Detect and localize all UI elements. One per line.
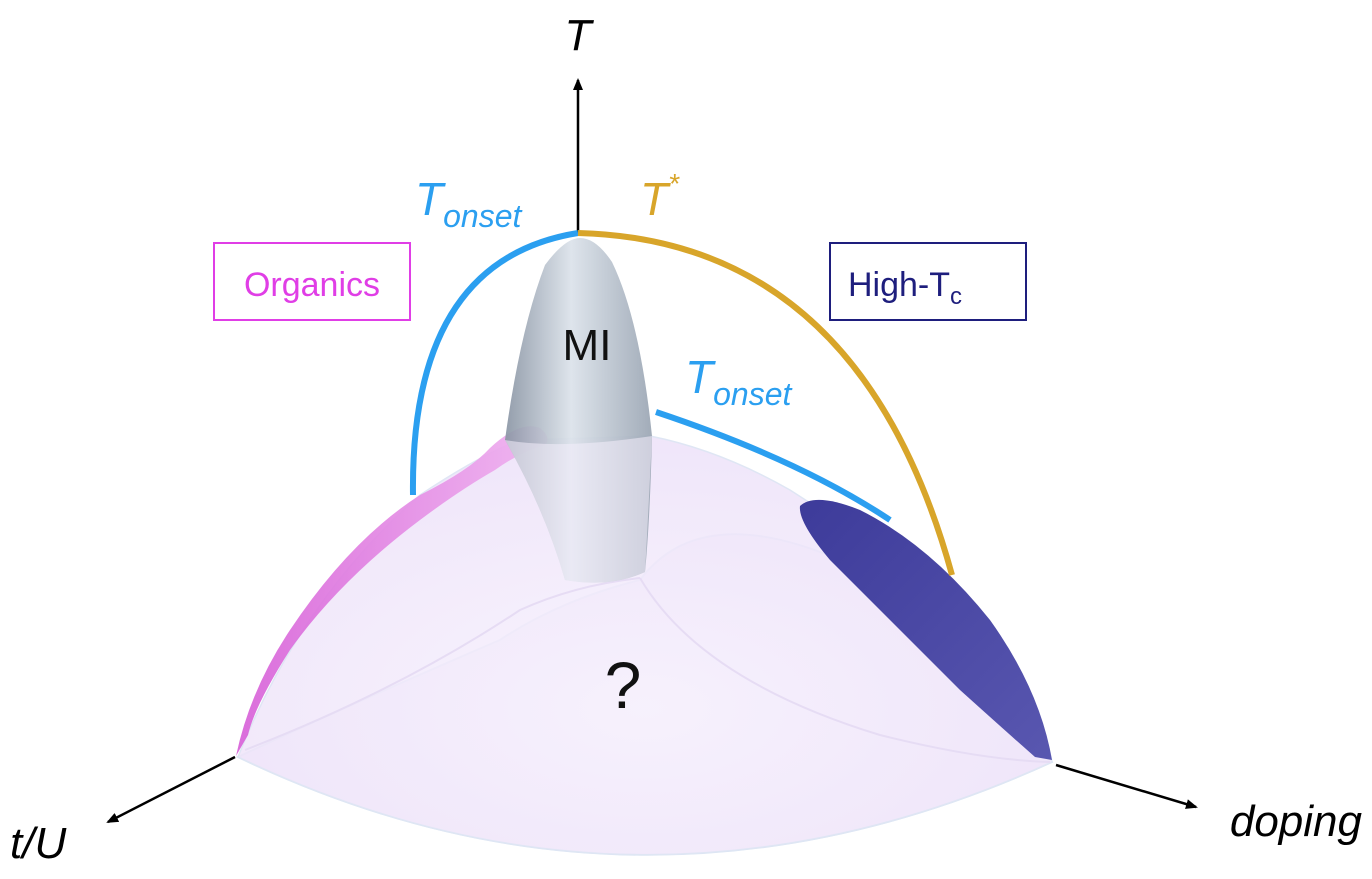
question-label: ? [605,648,642,722]
dome-veil [505,436,652,583]
hightc-lobe [799,499,1052,760]
axis-label-doping: doping [1230,797,1363,846]
tonset-left-sub: onset [443,198,522,234]
tstar-curve [577,230,955,576]
hightc-box [829,242,1027,321]
mi-label: MI [563,321,612,370]
axis-label-tu: t/U [10,819,66,868]
tstar-label: T* [640,168,680,225]
tonset-left-main: T [415,173,446,225]
axis-label-t: T [565,11,595,60]
axis-tu [106,755,236,824]
axis-doping [1055,763,1198,809]
tonset-left-label: Tonset [415,173,523,234]
hightc-label: High-Tc [848,266,962,310]
tonset-left-curve [409,230,579,496]
hightc-sub: c [950,283,962,310]
tstar-main: T [640,173,671,225]
tstar-sup: * [668,168,680,199]
dome-seam-left [244,577,641,751]
tonset-right-sub: onset [713,376,792,412]
tonset-right-label: Tonset [685,351,793,412]
hightc-main: High-T [848,266,950,304]
organics-label: Organics [244,266,380,304]
tonset-right-curve [655,409,892,523]
tonset-right-main: T [685,351,716,403]
organics-box [213,242,411,321]
dome-seam-right [639,577,1051,763]
